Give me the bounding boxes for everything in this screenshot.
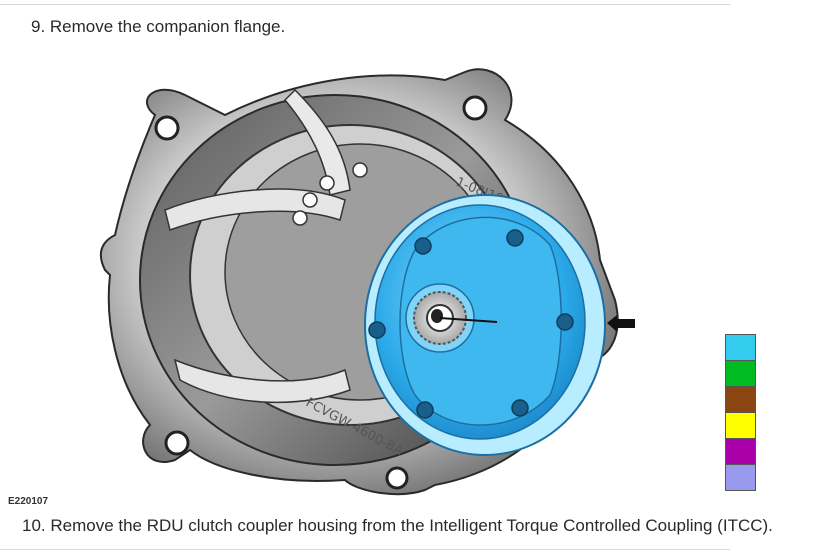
bottom-divider: [0, 549, 730, 550]
figure-id: E220107: [8, 496, 49, 507]
legend-swatch-green: [725, 360, 756, 386]
legend-swatch-yellow: [725, 412, 756, 438]
housing-recesses: [292, 162, 368, 226]
step-9-text: 9. Remove the companion flange.: [31, 17, 286, 36]
color-legend: [725, 334, 756, 491]
top-divider: [0, 4, 730, 5]
companion-flange: [364, 194, 606, 456]
mounting-holes: [154, 95, 488, 490]
step-10-text: 10. Remove the RDU clutch coupler housin…: [22, 516, 773, 535]
legend-swatch-brown: [725, 386, 756, 412]
legend-swatch-cyan: [725, 334, 756, 360]
arrow-left-icon: [607, 315, 635, 332]
legend-swatch-magenta: [725, 438, 756, 464]
companion-flange-illustration: 1-08J19 FCVGW-4600-BA: [99, 68, 635, 496]
legend-swatch-lavender: [725, 464, 756, 491]
